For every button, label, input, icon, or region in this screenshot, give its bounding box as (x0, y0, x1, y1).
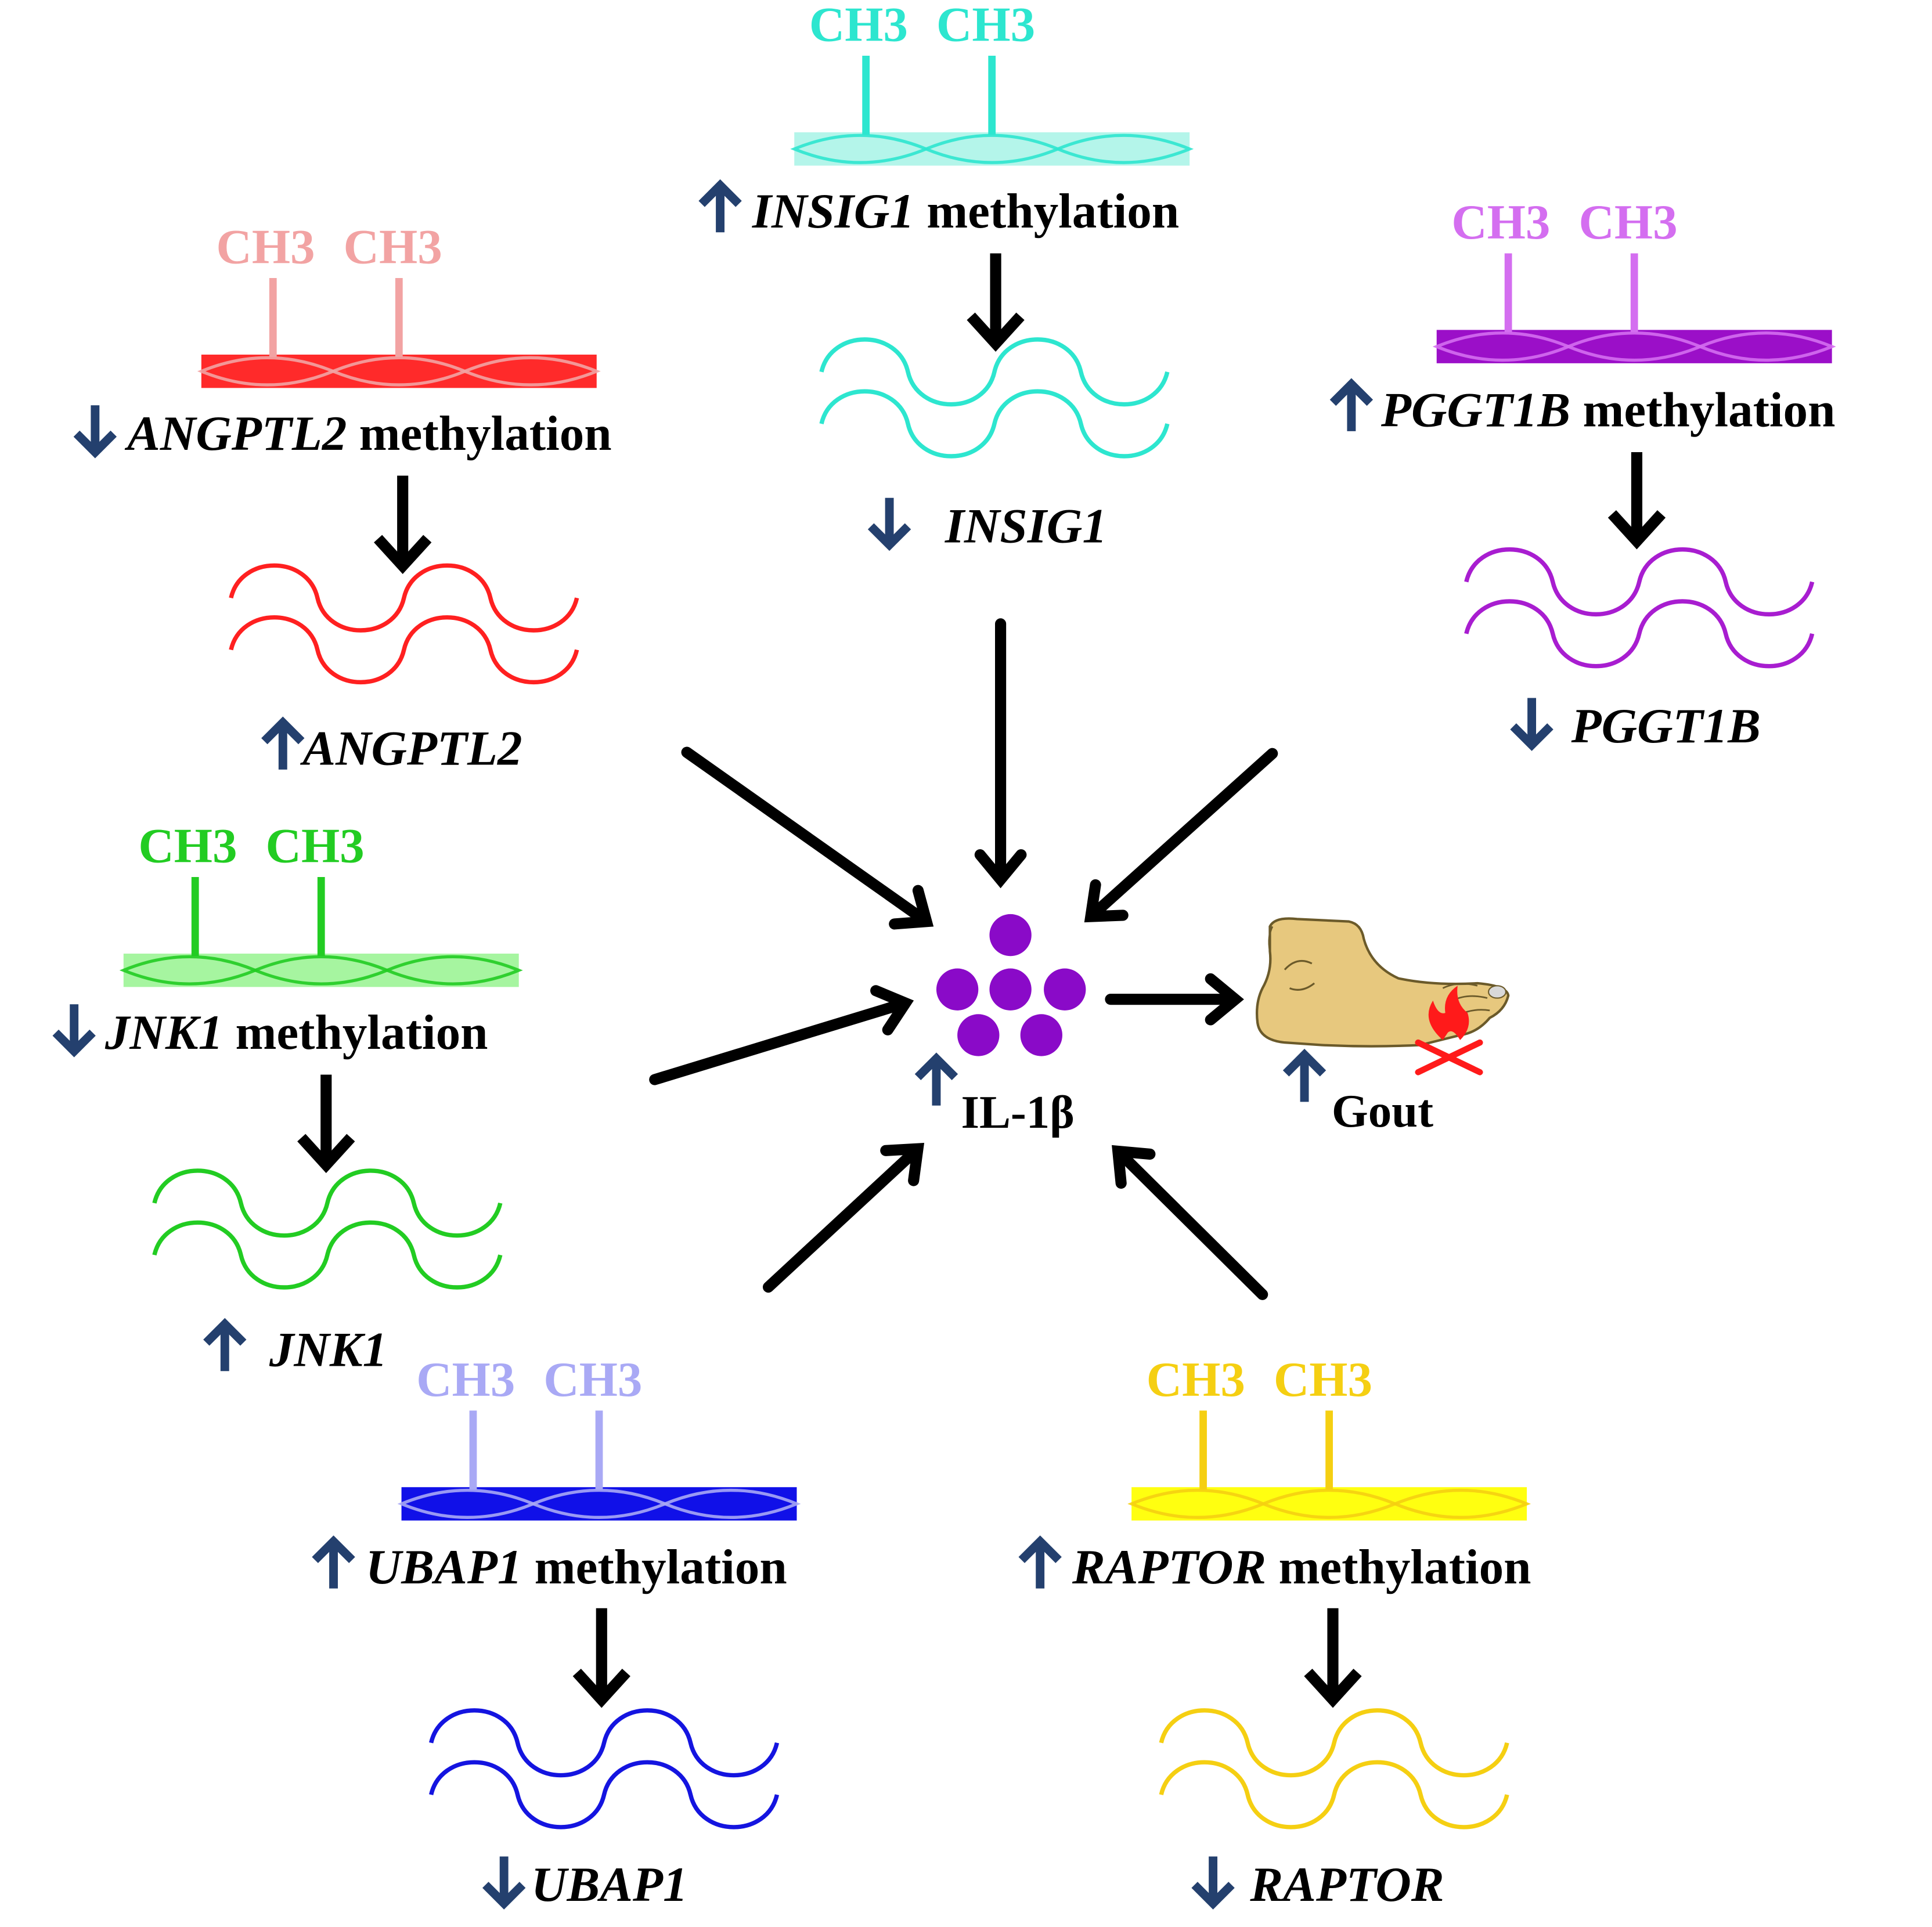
jnk1-leads-to-arrow (297, 1074, 355, 1174)
insig1-mrna-icon (819, 337, 1170, 459)
raptor-methylation-label: RAPTOR methylation (1072, 1540, 1531, 1594)
raptor-to-il1b-arrow (1112, 1145, 1268, 1300)
angptl2-methylation-label: ANGPTL2 methylation (124, 406, 611, 461)
insig1-leads-to-arrow (967, 253, 1025, 352)
pggt1b-methylation-up-arrow-icon (1329, 378, 1374, 431)
ubap1-to-il1b-arrow (762, 1142, 925, 1293)
raptor-leads-to-arrow (1304, 1608, 1362, 1708)
pggt1b-leads-to-arrow (1607, 452, 1666, 550)
il1b-label: IL-1β (961, 1087, 1074, 1138)
direction-arrow-icon (1282, 1048, 1327, 1102)
insig1-methylation-label: INSIG1 methylation (752, 184, 1179, 239)
gout-label: Gout (1332, 1085, 1433, 1137)
raptor-dna-band: CH3 CH3 (1127, 1352, 1531, 1521)
il1b-dot (989, 914, 1032, 957)
raptor-methylation-up-arrow-icon (1018, 1535, 1062, 1589)
ubap1-leads-to-arrow (572, 1608, 630, 1708)
ch3-label: CH3 (809, 0, 908, 52)
il1b-dot (989, 968, 1032, 1011)
insig1-expression-down-arrow-icon (867, 497, 911, 551)
angptl2-to-il1b-arrow (681, 746, 934, 930)
ch3-label: CH3 (138, 819, 237, 874)
il1b-dot (957, 1014, 1000, 1056)
inflamed-foot-icon (1255, 917, 1510, 1048)
jnk1-dna-band: CH3 CH3 (119, 819, 523, 987)
ubap1-dna-band: CH3 CH3 (397, 1352, 801, 1521)
pggt1b-methylation-label: PGGT1B methylation (1380, 382, 1835, 437)
insig1-dna-band: CH3 CH3 (790, 0, 1194, 166)
ch3-label: CH3 (265, 819, 364, 874)
ch3-label: CH3 (936, 0, 1035, 52)
il1b-molecules (936, 914, 1086, 1056)
flow-arrows (649, 618, 1278, 1300)
angptl2-mrna-icon (229, 563, 579, 684)
angptl2-dna-band: CH3 CH3 (197, 219, 601, 388)
angptl2-expression-label: ANGPTL2 (300, 721, 522, 775)
ubap1-mrna-icon (429, 1708, 780, 1829)
jnk1-methylation-label: JNK1 methylation (104, 1005, 488, 1060)
insig1-methylation-up-arrow-icon (698, 179, 742, 233)
jnk1-mrna-icon (152, 1168, 503, 1290)
ubap1-expression-label: UBAP1 (531, 1857, 688, 1912)
direction-arrow-icon (914, 1052, 958, 1106)
insig1-expression-label: INSIG1 (945, 499, 1107, 553)
ubap1-methylation-up-arrow-icon (312, 1535, 355, 1589)
pggt1b-expression-label: PGGT1B (1571, 699, 1761, 753)
pggt1b-mrna-icon (1464, 547, 1815, 669)
ch3-label: CH3 (344, 219, 442, 274)
il1b-to-gout-arrow (1105, 973, 1244, 1026)
il1b-up-arrow-icon (914, 1052, 958, 1106)
pggt1b-expression-down-arrow-icon (1510, 698, 1553, 751)
il1b-dot (1044, 968, 1086, 1011)
jnk1-methylation-down-arrow-icon (52, 1004, 96, 1058)
raptor-expression-down-arrow-icon (1191, 1856, 1235, 1910)
il1b-dot (1020, 1014, 1062, 1056)
flame-icon (1415, 986, 1483, 1076)
ubap1-methylation-label: UBAP1 methylation (366, 1540, 787, 1594)
ch3-label: CH3 (1578, 195, 1677, 250)
ubap1-expression-down-arrow-icon (482, 1856, 526, 1910)
angptl2-expression-up-arrow-icon (261, 716, 305, 770)
ch3-label: CH3 (1274, 1352, 1372, 1407)
insig1-to-il1b-arrow (974, 618, 1027, 889)
pggt1b-dna-band: CH3 CH3 (1432, 195, 1836, 363)
jnk1-expression-label: JNK1 (269, 1323, 387, 1377)
pggt1b-to-il1b-arrow (1084, 748, 1278, 923)
ch3-label: CH3 (1147, 1352, 1245, 1407)
jnk1-expression-up-arrow-icon (203, 1318, 247, 1372)
angptl2-methylation-down-arrow-icon (73, 405, 117, 459)
il1b-dot (936, 968, 979, 1011)
gout-up-arrow-icon (1282, 1048, 1327, 1102)
raptor-expression-label: RAPTOR (1249, 1857, 1444, 1912)
angptl2-leads-to-arrow (374, 475, 432, 575)
jnk1-to-il1b-arrow (649, 985, 914, 1085)
ch3-label: CH3 (416, 1352, 515, 1407)
raptor-mrna-icon (1159, 1708, 1509, 1829)
ch3-label: CH3 (543, 1352, 642, 1407)
ch3-label: CH3 (216, 219, 315, 274)
ch3-label: CH3 (1451, 195, 1550, 250)
